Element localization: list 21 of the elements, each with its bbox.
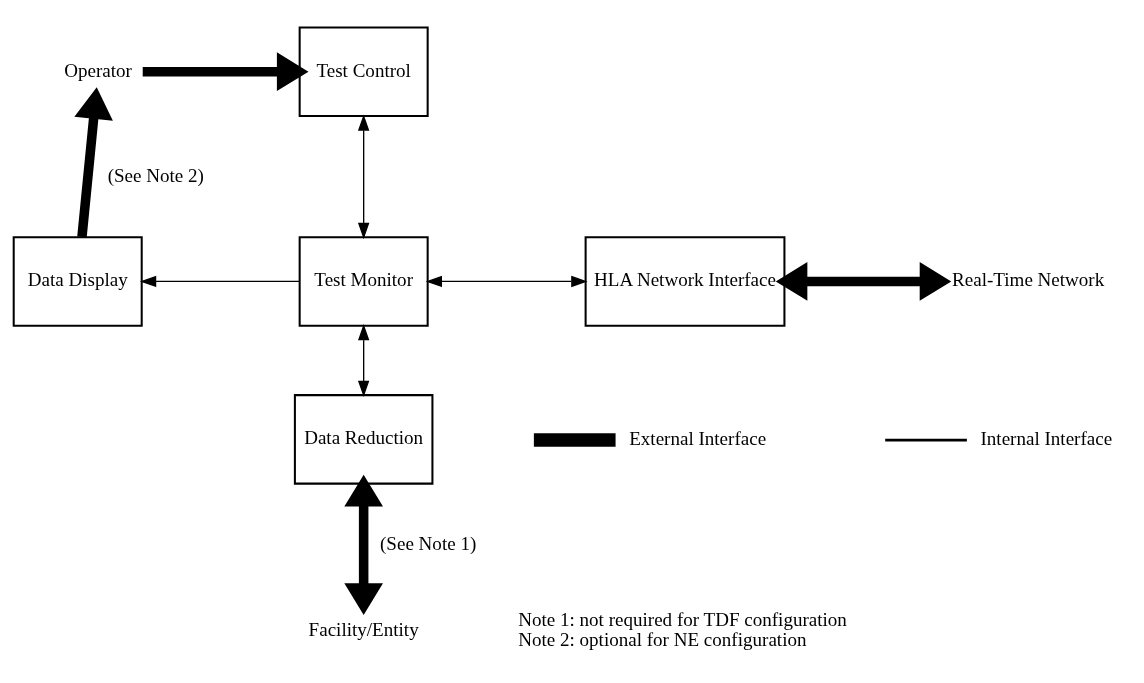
legend-label: Internal Interface [980, 427, 1113, 449]
edge-label: (See Note 1) [380, 532, 477, 554]
node-box: Data Display [12, 235, 143, 327]
arrow [357, 113, 370, 239]
node-box: Test Monitor [298, 235, 429, 327]
node-text: Operator [64, 59, 132, 81]
label: Note 1: not required for TDF configuration [518, 608, 847, 630]
arrow [74, 86, 113, 237]
arrow [139, 275, 301, 287]
arrow [142, 51, 309, 91]
node-text: Real-Time Network [952, 268, 1105, 290]
arrow [357, 323, 370, 397]
node-box: Data Reduction [293, 393, 434, 485]
arrow [775, 261, 952, 301]
legend-label: External Interface [629, 427, 767, 449]
node-box: HLA Network Interface [584, 235, 786, 327]
edge-label: (See Note 2) [107, 164, 204, 186]
arrow [344, 474, 383, 615]
node-text: Facility/Entity [308, 618, 419, 640]
arrow [425, 275, 588, 287]
node-box: Test Control [298, 25, 429, 117]
